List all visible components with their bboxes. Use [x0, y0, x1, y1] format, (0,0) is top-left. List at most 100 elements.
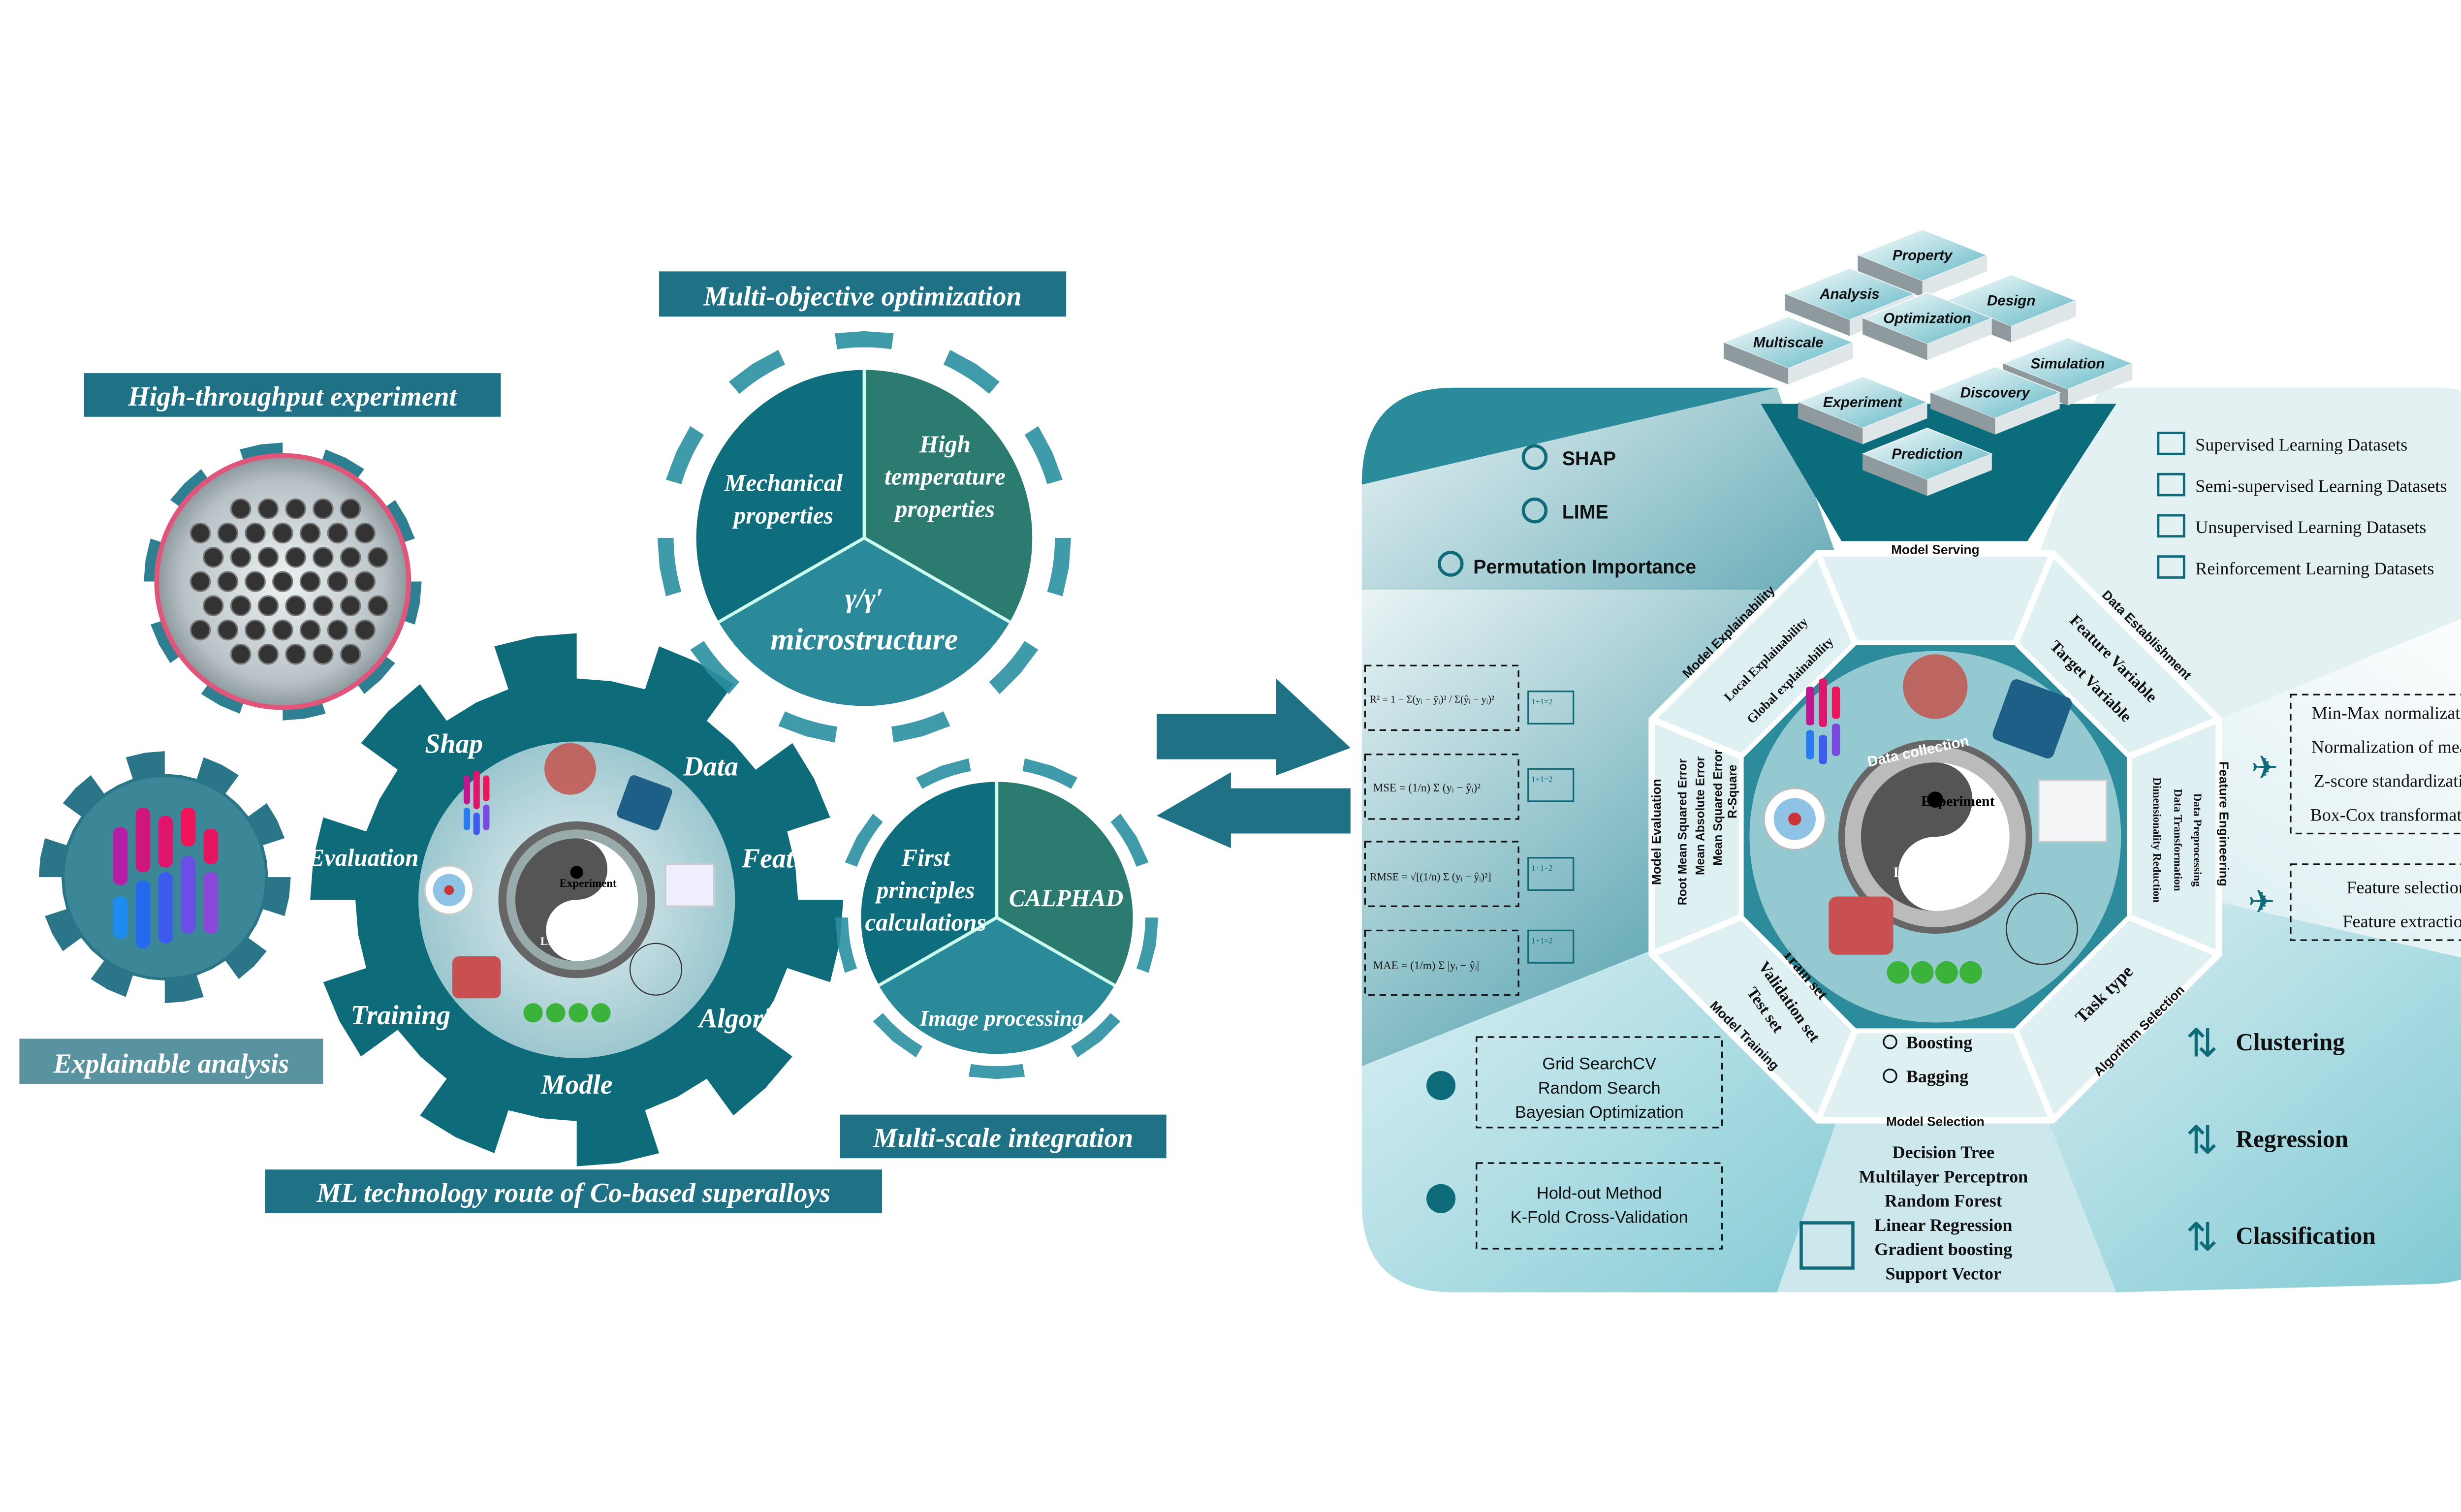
workflow-icon	[617, 775, 672, 831]
decision-boundary-icon	[452, 956, 501, 999]
title-text: Multi-scale integration	[873, 1123, 1133, 1153]
sample-hole	[217, 571, 239, 592]
dataset-item: Reinforcement Learning Datasets	[2157, 555, 2434, 579]
brain-ai-icon	[544, 743, 597, 795]
algorithm-item: Multilayer Perceptron	[1859, 1166, 2028, 1186]
folder-icon	[2157, 514, 2185, 538]
explain-item: Permutation Importance	[1473, 556, 1696, 578]
board-label: 1+1=2	[1531, 697, 1552, 706]
rocket-icon: ✈	[2248, 884, 2275, 920]
center-experiment: Experiment	[560, 877, 617, 889]
sample-holes	[189, 498, 389, 665]
cube-optimization: Optimization	[1861, 292, 1993, 360]
formula-text: RMSE = √[(1/n) Σ (yᵢ − ŷᵢ)²]	[1370, 871, 1491, 883]
exchange-arrows-icon	[1156, 678, 1351, 849]
formula-mae: MAE = (1/m) Σ |yᵢ − ŷᵢ| 1+1=2	[1364, 929, 1575, 996]
heatmap-icon	[664, 863, 715, 907]
feature-ops-box: Feature selection Feature extraction ✈	[2248, 863, 2461, 941]
item-mae: Mean Absolute Error	[1694, 756, 1707, 875]
teacher-board-icon	[1527, 691, 1575, 724]
sample-hole	[245, 522, 266, 544]
sample-hole	[257, 595, 279, 617]
sample-hole	[272, 571, 293, 592]
item-mse: Mean Squared Error	[1712, 750, 1725, 866]
folder-icon	[2157, 432, 2185, 455]
sample-hole	[340, 546, 361, 568]
octagon-divider	[2013, 552, 2056, 644]
sample-hole	[299, 619, 321, 641]
sample-hole	[313, 498, 334, 520]
decision-boundary-icon	[1829, 896, 1893, 955]
sample-hole	[257, 546, 279, 568]
sample-hole	[354, 619, 376, 641]
normalization-item: Box-Cox transformation	[2310, 805, 2461, 824]
octagon-divider	[2128, 914, 2220, 957]
explainable-gear	[38, 751, 291, 1004]
dataset-item: Unsupervised Learning Datasets	[2157, 514, 2426, 538]
octagon-divider	[1650, 716, 1743, 759]
sector-mechanical-1: Mechanical	[724, 470, 843, 497]
explain-item: SHAP	[1562, 448, 1616, 470]
sample-hole	[217, 619, 239, 641]
sample-hole	[354, 571, 376, 592]
presentation-board-icon	[1799, 1221, 1855, 1270]
formula-rmse: RMSE = √[(1/n) Σ (yᵢ − ŷᵢ)²] 1+1=2	[1364, 841, 1575, 907]
cube-label: Design	[1987, 292, 2035, 309]
cube-label: Optimization	[1883, 310, 1971, 326]
algorithm-list: Decision Tree Multilayer Perceptron Rand…	[1799, 1142, 2028, 1283]
yin-yang-icon	[498, 821, 655, 978]
cube-experiment: Experiment	[1797, 376, 1928, 444]
evaluation-formulas: R² = 1 − Σ(yᵢ − ȳᵢ)² / Σ(ŷᵢ − yᵢ)² 1+1=2…	[1364, 664, 1575, 996]
teacher-board-icon	[1527, 929, 1575, 964]
octagon-divider	[1650, 914, 1743, 957]
workflow-icon	[1992, 679, 2072, 758]
folder-icon	[2157, 472, 2185, 497]
sample-hole	[272, 522, 293, 544]
sample-hole	[285, 595, 306, 617]
sample-hole	[340, 498, 361, 520]
permutation-item: Permutation Importance	[1438, 551, 1696, 578]
radio-icon	[1883, 1069, 1897, 1083]
item-data-transformation: Data Transformation	[2172, 789, 2184, 891]
rocket-icon: ✈	[2251, 751, 2278, 786]
shap-logo-icon	[113, 808, 219, 948]
title-text: High-throughput experiment	[127, 381, 457, 412]
sample-hole	[354, 522, 376, 544]
title-text: ML technology route of Co-based superall…	[316, 1178, 830, 1208]
shap-item: SHAP	[1521, 444, 1616, 471]
sample-hole	[327, 522, 348, 544]
normalization-item: Z-score standardization	[2314, 771, 2461, 790]
sample-hole	[299, 571, 321, 592]
cube-multiscale: Multiscale	[1722, 316, 1854, 385]
algorithm-item: Linear Regression	[1874, 1215, 2012, 1235]
octagon-divider	[1815, 552, 1858, 644]
sample-hole	[327, 619, 348, 641]
sample-hole	[230, 595, 252, 617]
sample-hole	[257, 643, 279, 665]
sample-hole	[313, 643, 334, 665]
main-ml-gear: Shap Data Evaluation Feature Training Al…	[308, 633, 844, 1166]
gear-label-shap: Shap	[425, 728, 483, 759]
title-multi-objective: Multi-objective optimization	[659, 271, 1067, 317]
sample-hole	[367, 595, 389, 617]
gear-label-data: Data	[683, 751, 738, 782]
sample-hole	[299, 522, 321, 544]
explain-item: LIME	[1562, 502, 1609, 523]
segment-model-selection: Model Selection	[1886, 1114, 1985, 1129]
cube-label: Multiscale	[1753, 335, 1824, 351]
hub-experiment: Experiment	[1921, 794, 1994, 810]
octagon-divider	[1815, 1029, 1858, 1122]
sector-gamma: γ/γ′	[845, 583, 883, 614]
data-collection-hub: Experiment Literature Data collection	[1749, 651, 2121, 1023]
teacher-board-icon	[1527, 857, 1575, 891]
item-rmse: Root Mean Squared Error	[1676, 758, 1689, 906]
formula-mse: MSE = (1/n) Σ (yᵢ − ŷᵢ)² 1+1=2	[1364, 754, 1575, 820]
cube-label: Simulation	[2031, 355, 2105, 372]
sample-hole	[245, 619, 266, 641]
normalization-item: Normalization of means	[2311, 737, 2461, 756]
task-regression: Regression	[2236, 1125, 2348, 1152]
sample-hole	[189, 522, 211, 544]
dataset-item: Semi-supervised Learning Datasets	[2157, 472, 2447, 497]
